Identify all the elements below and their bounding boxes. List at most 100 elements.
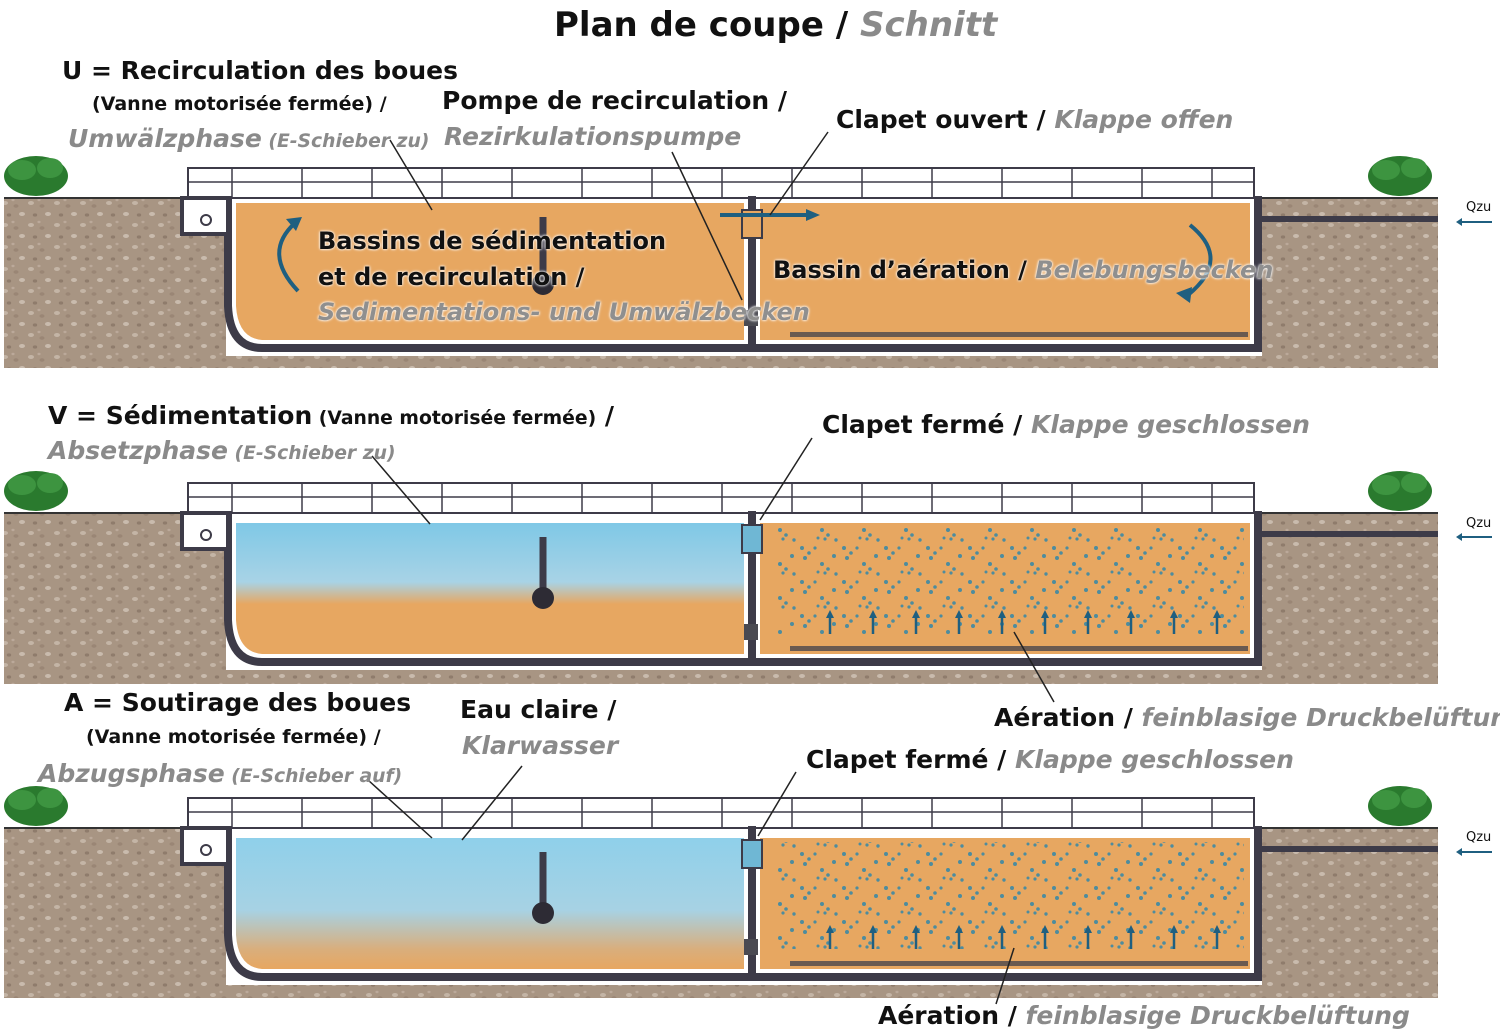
pump xyxy=(744,624,758,640)
aeration-a-sep: / xyxy=(999,1001,1026,1030)
phase-u-valve-fr: (Vanne motorisée fermée) xyxy=(92,93,374,115)
phase-v-de-name: Absetzphase xyxy=(48,436,228,465)
aer-basin-de: Belebungsbecken xyxy=(1035,256,1274,284)
recirculation-arrow-left xyxy=(277,221,300,293)
flap-open-sep: / xyxy=(1027,105,1055,134)
aeration-a-de: feinblasige Druckbelüftung xyxy=(1025,1001,1410,1030)
bush-leaf xyxy=(1401,158,1427,178)
bush-leaf xyxy=(1372,160,1400,180)
railing xyxy=(187,482,1255,514)
sedimentation-liquid xyxy=(236,523,744,654)
flap-closed-v-fr: Clapet fermé xyxy=(822,410,1005,439)
phase-a-valve-fr: (Vanne motorisée fermée) xyxy=(86,726,368,748)
leader-line xyxy=(671,151,743,301)
bubble-arrow-head xyxy=(1041,925,1049,933)
flap-valve xyxy=(741,839,763,869)
phase-u-title: U = Recirculation des boues xyxy=(62,56,458,85)
flap-closed-label-a: Clapet fermé / Klappe geschlossen xyxy=(806,747,1294,772)
phase-a-de-valve: (E-Schieber auf) xyxy=(224,766,403,787)
sludge-pump-head xyxy=(532,273,554,295)
phase-a-sep: / xyxy=(367,726,381,748)
flap-closed-a-sep: / xyxy=(988,745,1016,774)
pump-label-de: Rezirkulationspumpe xyxy=(444,124,741,149)
bush-leaf xyxy=(8,160,36,180)
bubble-arrow-head xyxy=(1213,610,1221,618)
sed-basin-label-1: Bassins de sédimentation xyxy=(318,227,667,255)
page-title: Plan de coupe / Schnitt xyxy=(554,8,997,42)
sed-basin-label-de: Sedimentations- und Umwälzbecken xyxy=(318,300,810,324)
leader-line xyxy=(757,771,797,837)
aeration-v-sep: / xyxy=(1115,703,1142,732)
inflow-arrow-head xyxy=(1456,848,1462,856)
leader-line xyxy=(461,765,523,841)
leader-line xyxy=(371,455,431,525)
bubble-arrow-head xyxy=(912,610,920,618)
inflow-label-u: Qzu xyxy=(1466,200,1492,215)
phase-a-title: A = Soutirage des boues xyxy=(64,688,412,717)
air-bubbles xyxy=(778,527,1244,634)
aeration-liquid xyxy=(760,203,1250,340)
tank-wall xyxy=(224,196,1262,352)
phase-v-sep: / xyxy=(596,401,614,430)
bubble-arrow-head xyxy=(955,610,963,618)
aer-basin-sep: / xyxy=(1009,256,1036,284)
phase-u-subtitle: (Vanne motorisée fermée) / xyxy=(92,95,387,114)
flap-valve xyxy=(741,524,763,554)
phase-u-de-valve: (E-Schieber zu) xyxy=(261,131,430,152)
flow-arrow-head xyxy=(806,209,820,221)
bubble-arrow-head xyxy=(869,610,877,618)
bubble-arrow-head xyxy=(1127,610,1135,618)
phase-v-valve: (Vanne motorisée fermée) xyxy=(312,408,597,429)
outlet-box xyxy=(180,511,230,551)
title-de: Schnitt xyxy=(860,5,998,45)
phase-a-de: Abzugsphase (E-Schieber auf) xyxy=(38,761,402,787)
aeration-a-fr: Aération xyxy=(878,1001,999,1030)
railing xyxy=(187,167,1255,199)
bubble-arrow-head xyxy=(998,610,1006,618)
inflow-arrow-head xyxy=(1456,533,1462,541)
clear-water-label-de: Klarwasser xyxy=(462,733,618,758)
bubble-arrow-head xyxy=(1170,925,1178,933)
bush-leaf xyxy=(37,158,63,178)
panel-v xyxy=(4,471,1492,684)
bubble-arrow-head xyxy=(1127,925,1135,933)
flap-closed-a-fr: Clapet fermé xyxy=(806,745,989,774)
sludge-pump-head xyxy=(532,902,554,924)
inflow-arrow-head xyxy=(1456,218,1462,226)
phase-u-sep: / xyxy=(373,93,387,115)
title-fr: Plan de coupe xyxy=(554,5,824,45)
inflow-pipe xyxy=(1258,216,1438,222)
outlet-valve xyxy=(200,529,212,541)
bubble-arrow-head xyxy=(869,925,877,933)
inflow-pipe xyxy=(1258,846,1438,852)
inflow-pipe xyxy=(1258,531,1438,537)
phase-a-subtitle: (Vanne motorisée fermée) / xyxy=(86,728,381,747)
phase-u-de-name: Umwälzphase xyxy=(68,124,262,153)
panel-a xyxy=(4,786,1492,998)
pump-de: Rezirkulationspumpe xyxy=(444,122,742,151)
leader-line xyxy=(759,437,813,521)
flap-open-de: Klappe offen xyxy=(1054,105,1234,134)
sedimentation-liquid xyxy=(236,838,744,969)
flap-closed-label-v: Clapet fermé / Klappe geschlossen xyxy=(822,412,1310,437)
leader-line xyxy=(995,947,1015,1005)
aeration-v-de: feinblasige Druckbelüftung xyxy=(1141,703,1500,732)
inflow-label-v: Qzu xyxy=(1466,516,1492,531)
aer-basin-label: Bassin d’aération / Belebungsbecken xyxy=(773,258,1273,282)
flap-closed-v-de: Klappe geschlossen xyxy=(1031,410,1310,439)
railing xyxy=(187,797,1255,829)
bubble-arrow-head xyxy=(1041,610,1049,618)
flap-open-label: Clapet ouvert / Klappe offen xyxy=(836,107,1233,132)
bush-leaf xyxy=(1372,790,1400,810)
bubble-arrow-head xyxy=(1170,610,1178,618)
recirculation-arrow-right-head xyxy=(1176,287,1192,303)
flap-open-fr: Clapet ouvert xyxy=(836,105,1028,134)
panel-u xyxy=(4,156,1492,368)
inflow-label-a: Qzu xyxy=(1466,830,1492,845)
bubble-arrow-head xyxy=(1084,610,1092,618)
sed-basin-de: Sedimentations- und Umwälzbecken xyxy=(318,298,810,326)
bubble-arrow-head xyxy=(1084,925,1092,933)
phase-a-de-name: Abzugsphase xyxy=(38,759,225,788)
